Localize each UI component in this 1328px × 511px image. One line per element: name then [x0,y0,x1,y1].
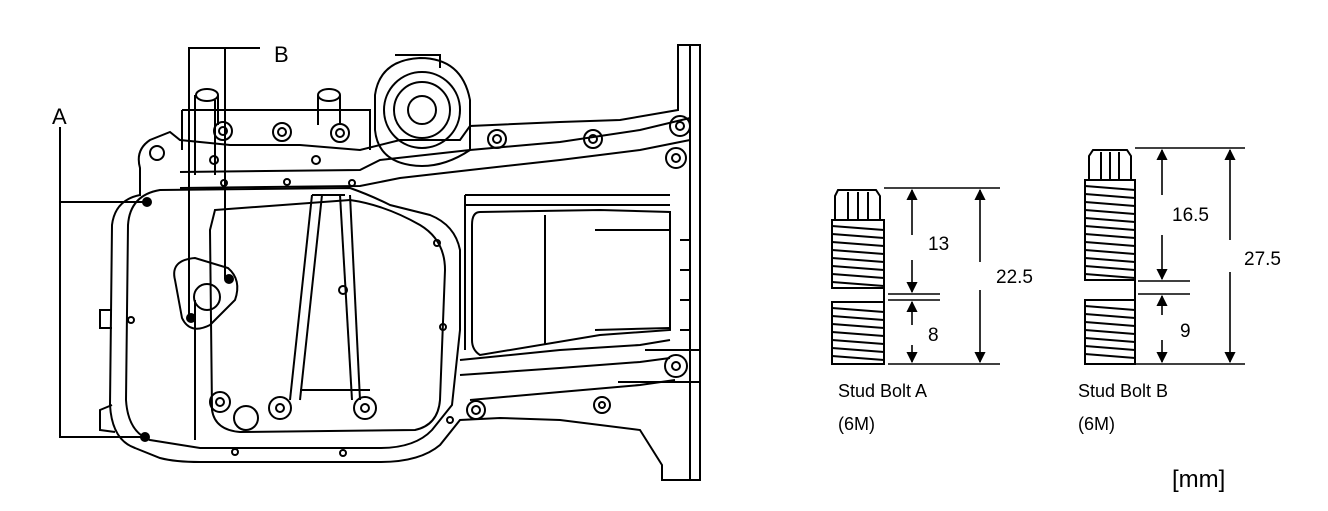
stud-bolt-a [831,189,885,365]
callout-leaders [59,47,260,442]
stud-a-size: (6M) [838,414,875,434]
bolt-bosses [127,115,691,457]
stud-a-caption: Stud Bolt A [838,381,927,401]
stud-bolt-b-dimensions [1135,147,1245,365]
stud-b-dim-upper: 16.5 [1172,205,1209,226]
stud-b-size: (6M) [1078,414,1115,434]
stud-bolt-b [1084,149,1136,365]
unit-label: [mm] [1172,466,1225,493]
oil-pan-drawing [99,44,701,481]
stud-b-caption: Stud Bolt B [1078,381,1168,401]
stud-bolt-a-dimensions [884,187,1000,365]
callout-b-label: B [274,42,289,67]
stud-b-dim-total: 27.5 [1244,249,1281,270]
stud-b-dim-lower: 9 [1180,321,1191,342]
stud-a-dim-upper: 13 [928,234,949,255]
callout-a-label: A [52,104,67,129]
stud-a-dim-lower: 8 [928,325,939,346]
stud-a-dim-total: 22.5 [996,267,1033,288]
